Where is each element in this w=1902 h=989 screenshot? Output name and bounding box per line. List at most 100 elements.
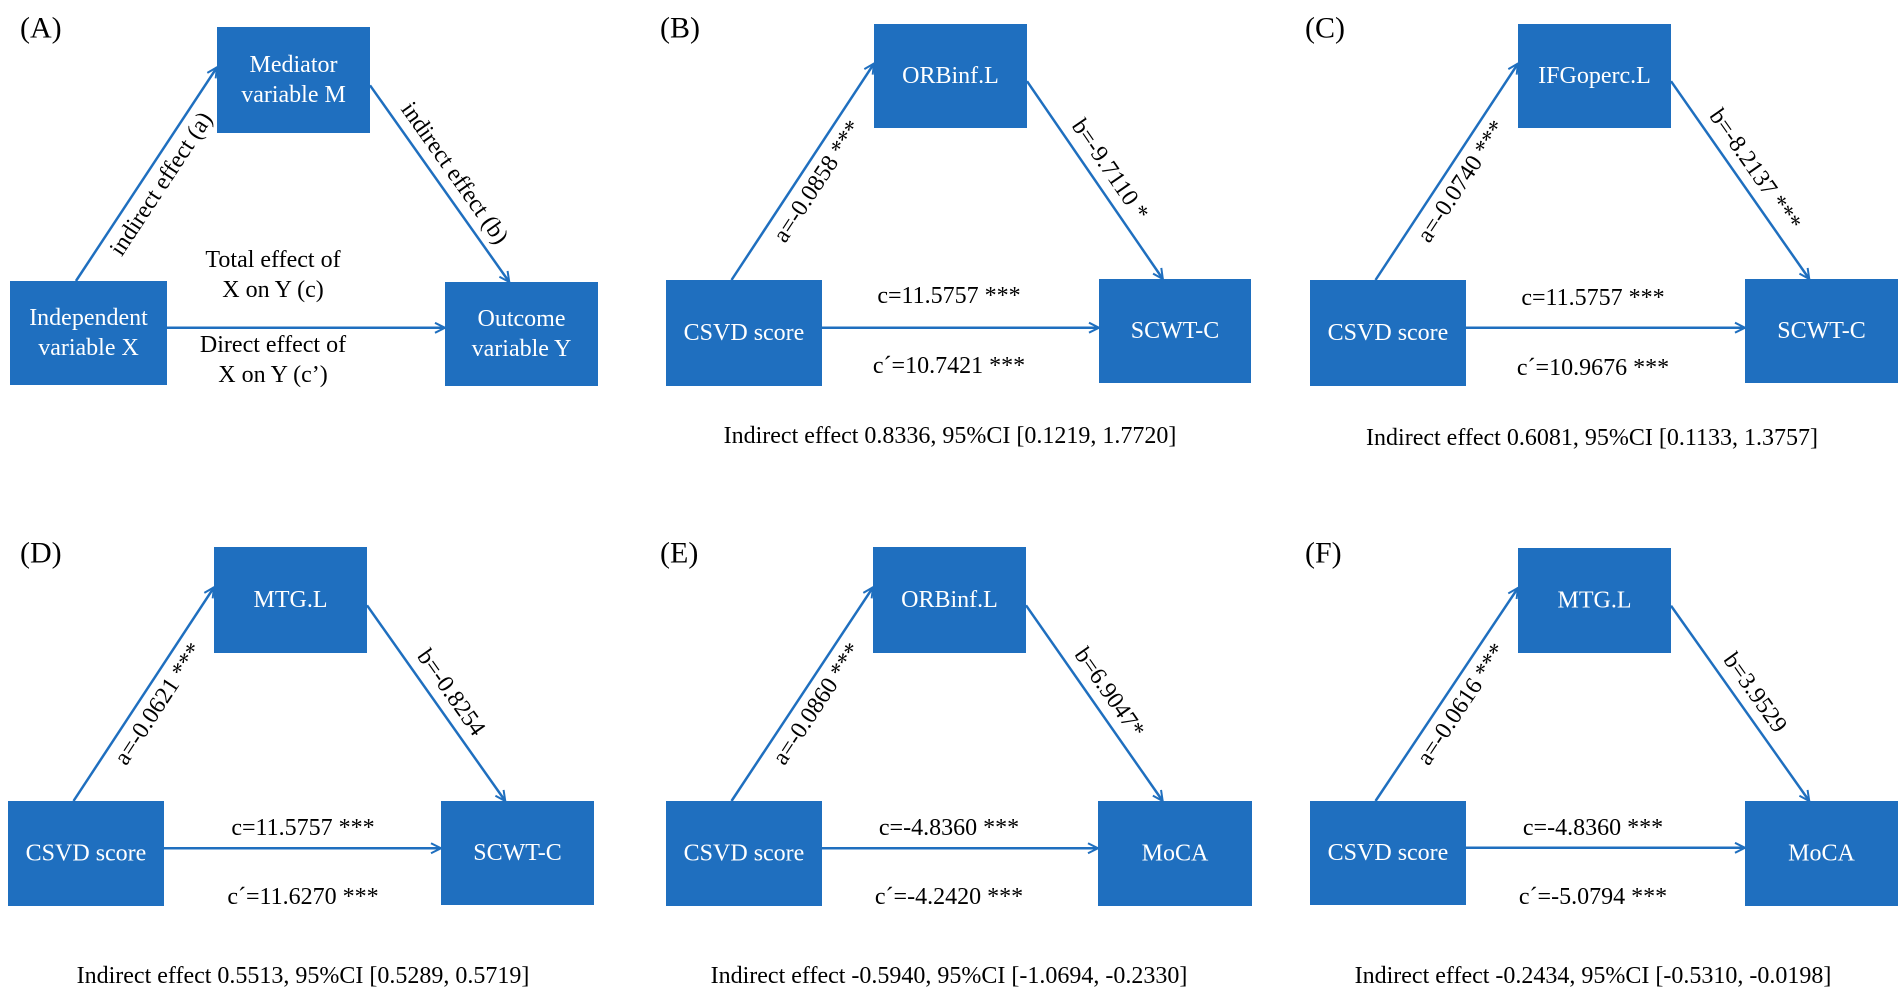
path-b-label: b=6.9047* [1069, 643, 1150, 743]
path-c-prime-label: c´=11.6270 *** [227, 884, 378, 910]
mediator-node: Mediator variable M [217, 27, 370, 133]
mediator-node: IFGoperc.L [1518, 24, 1671, 128]
path-a-label: a=-0.0858 *** [768, 116, 867, 247]
independent-node-rect [666, 280, 822, 386]
mediator-node: ORBinf.L [873, 547, 1026, 653]
path-a-arrow [730, 64, 874, 281]
path-a-arrow [74, 67, 217, 282]
independent-node: CSVD score [1310, 801, 1466, 905]
path-b-label: b=-8.2137 *** [1704, 104, 1806, 235]
outcome-node: MoCA [1098, 801, 1252, 906]
independent-node-rect [1310, 801, 1466, 905]
mediator-node-label: ORBinf.L [902, 63, 999, 89]
independent-node: CSVD score [8, 801, 164, 906]
mediator-node-label: ORBinf.L [901, 587, 998, 613]
independent-node: CSVD score [666, 280, 822, 386]
path-a-arrow [1374, 64, 1518, 281]
outcome-node-label: Outcome [478, 306, 566, 332]
outcome-node-rect [1098, 801, 1252, 906]
panel-label: (D) [20, 537, 62, 570]
indirect-effect-summary: Indirect effect -0.2434, 95%CI [-0.5310,… [1355, 963, 1832, 989]
indirect-effect-summary: Indirect effect 0.8336, 95%CI [0.1219, 1… [724, 423, 1177, 449]
path-c-label: Total effect of [205, 247, 340, 273]
path-b-arrow [1025, 80, 1163, 279]
independent-node-rect [8, 801, 164, 906]
outcome-node: SCWT-C [1099, 279, 1251, 383]
outcome-node-label: variable Y [472, 336, 572, 362]
path-c-label: c=-4.8360 *** [879, 815, 1019, 841]
path-a-label: a=-0.0621 *** [109, 638, 208, 769]
indirect-effect-summary: Indirect effect 0.6081, 95%CI [0.1133, 1… [1366, 425, 1818, 451]
independent-node-label: CSVD score [26, 841, 147, 867]
panel-E: (E) ORBinf.L CSVD score MoCA a=-0.0860 *** b=… [660, 537, 1252, 989]
panel-C: (C) IFGoperc.L CSVD score SCWT-C a=-0.0740 *… [1305, 12, 1898, 451]
mediator-node-label: variable M [241, 82, 346, 108]
path-c-prime-label: X on Y (c’) [218, 362, 328, 388]
mediator-node-rect [874, 24, 1027, 128]
path-b-label: indirect effect (b) [395, 97, 513, 249]
path-b-label: b=-9.7110 * [1066, 114, 1153, 225]
path-c-prime-label: Direct effect of [200, 332, 346, 358]
path-b-arrow [1024, 604, 1163, 801]
path-c-prime-label: c´=-4.2420 *** [875, 884, 1023, 910]
outcome-node-rect [1099, 279, 1251, 383]
path-c-label: c=11.5757 *** [877, 283, 1020, 309]
path-a-label: a=-0.0740 *** [1412, 116, 1511, 247]
panel-label: (F) [1305, 537, 1342, 570]
path-c-prime-label: c´=10.7421 *** [873, 353, 1025, 379]
path-c-prime-label: c´=-5.0794 *** [1519, 884, 1667, 910]
path-c-prime-label: c´=10.9676 *** [1517, 355, 1669, 381]
outcome-node: SCWT-C [1745, 279, 1898, 383]
path-a-label: indirect effect (a) [105, 108, 218, 261]
panel-label: (C) [1305, 12, 1345, 45]
path-c-label: c=11.5757 *** [231, 815, 374, 841]
panel-label: (B) [660, 12, 700, 45]
mediator-node-rect [214, 547, 367, 653]
mediator-node: ORBinf.L [874, 24, 1027, 128]
outcome-node-rect [445, 282, 598, 386]
panel-label: (A) [20, 12, 62, 45]
path-c-label: X on Y (c) [222, 277, 324, 303]
mediator-node-label: MTG.L [1558, 588, 1632, 614]
panel-B: (B) ORBinf.L CSVD score SCWT-C a=-0.0858 ***… [660, 12, 1251, 449]
independent-node-label: CSVD score [684, 320, 805, 346]
path-c-label: c=11.5757 *** [1521, 285, 1664, 311]
indirect-effect-summary: Indirect effect -0.5940, 95%CI [-1.0694,… [711, 963, 1188, 989]
independent-node-label: Independent [29, 305, 148, 331]
independent-node-label: variable X [38, 335, 139, 361]
independent-node-label: CSVD score [684, 841, 805, 867]
mediator-node-rect [873, 547, 1026, 653]
mediator-node-label: Mediator [250, 52, 338, 78]
panel-label: (E) [660, 537, 698, 570]
independent-node-rect [10, 281, 167, 385]
outcome-node-label: SCWT-C [1131, 318, 1219, 344]
mediator-node: MTG.L [214, 547, 367, 653]
path-a-arrow [1374, 588, 1518, 802]
path-a-arrow [72, 587, 214, 802]
outcome-node-rect [1745, 801, 1898, 906]
mediator-node-rect [1518, 24, 1671, 128]
outcome-node: MoCA [1745, 801, 1898, 906]
outcome-node: Outcome variable Y [445, 282, 598, 386]
independent-node: CSVD score [1310, 280, 1466, 386]
outcome-node-label: SCWT-C [1777, 318, 1865, 344]
mediator-node-label: MTG.L [254, 587, 328, 613]
independent-node-rect [1310, 280, 1466, 386]
mediator-node-rect [1518, 548, 1671, 653]
outcome-node-label: MoCA [1142, 841, 1209, 867]
independent-node: CSVD score [666, 801, 822, 906]
path-b-arrow [365, 604, 505, 801]
outcome-node-label: MoCA [1788, 841, 1855, 867]
path-b-arrow [1669, 80, 1809, 279]
outcome-node: SCWT-C [441, 801, 594, 905]
independent-node: Independent variable X [10, 281, 167, 385]
mediator-node-label: IFGoperc.L [1538, 63, 1651, 89]
mediator-node-rect [217, 27, 370, 133]
path-a-label: a=-0.0860 *** [768, 638, 867, 769]
independent-node-label: CSVD score [1328, 320, 1449, 346]
outcome-node-rect [441, 801, 594, 905]
panel-A: (A) Mediator variable M Independent variable… [10, 12, 598, 388]
